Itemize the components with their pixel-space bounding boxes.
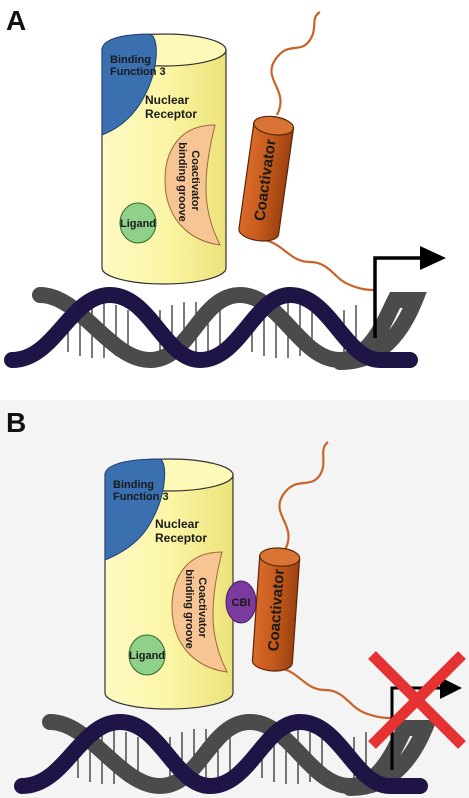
panel-a: A [4, 5, 446, 370]
coactivator-b: Coactivator [251, 441, 393, 720]
dna-strand-dark-b [14, 713, 428, 795]
binding-function-3-region-b [104, 458, 166, 561]
ligand-a [119, 202, 157, 244]
coactivator-binding-groove-b [171, 551, 228, 673]
transcription-arrow-a [373, 246, 446, 338]
dna-strand-grey-a [32, 286, 427, 370]
binding-function-label-a: Binding Function 3 [110, 54, 166, 78]
coactivator-a: Coactivator [238, 11, 376, 292]
ligand-b [128, 634, 166, 676]
nuclear-receptor-b: Binding Function 3 Nuclear Receptor Coac… [104, 458, 234, 710]
binding-function-label-b: Binding Function 3 [113, 479, 169, 503]
panel-b-letter: B [6, 407, 26, 438]
cbi-label: CBI [232, 597, 251, 609]
panel-b: B Binding F [0, 400, 469, 798]
ligand-label-b: Ligand [129, 650, 165, 662]
dna-strand-dark-a [4, 286, 418, 369]
coactivator-tail-top-a [270, 11, 321, 116]
groove-label-a: Coactivator binding groove [176, 142, 201, 221]
nuclear-receptor-label-b: Nuclear Receptor [155, 517, 207, 545]
dna-helix-b [14, 713, 438, 796]
ligand-label-a: Ligand [120, 218, 156, 230]
coactivator-tail-top-b [278, 441, 329, 551]
binding-function-3-region-a [101, 33, 157, 136]
nuclear-receptor-label-a: Nuclear Receptor [145, 93, 197, 121]
coactivator-binding-groove-a [164, 124, 221, 246]
nuclear-receptor-a: Binding Function 3 Nuclear Receptor Coac… [101, 33, 227, 285]
coactivator-tail-bottom-a [264, 238, 376, 292]
coactivator-label-b: Coactivator [265, 568, 288, 652]
panel-a-letter: A [6, 5, 26, 36]
blocked-cross-icon [368, 651, 466, 749]
dna-helix-a [4, 286, 427, 370]
coactivator-tail-bottom-b [279, 666, 393, 720]
cbi-inhibitor: CBI [225, 580, 257, 624]
dna-strand-grey-b [42, 713, 438, 796]
groove-label-b: Coactivator binding groove [183, 569, 208, 648]
